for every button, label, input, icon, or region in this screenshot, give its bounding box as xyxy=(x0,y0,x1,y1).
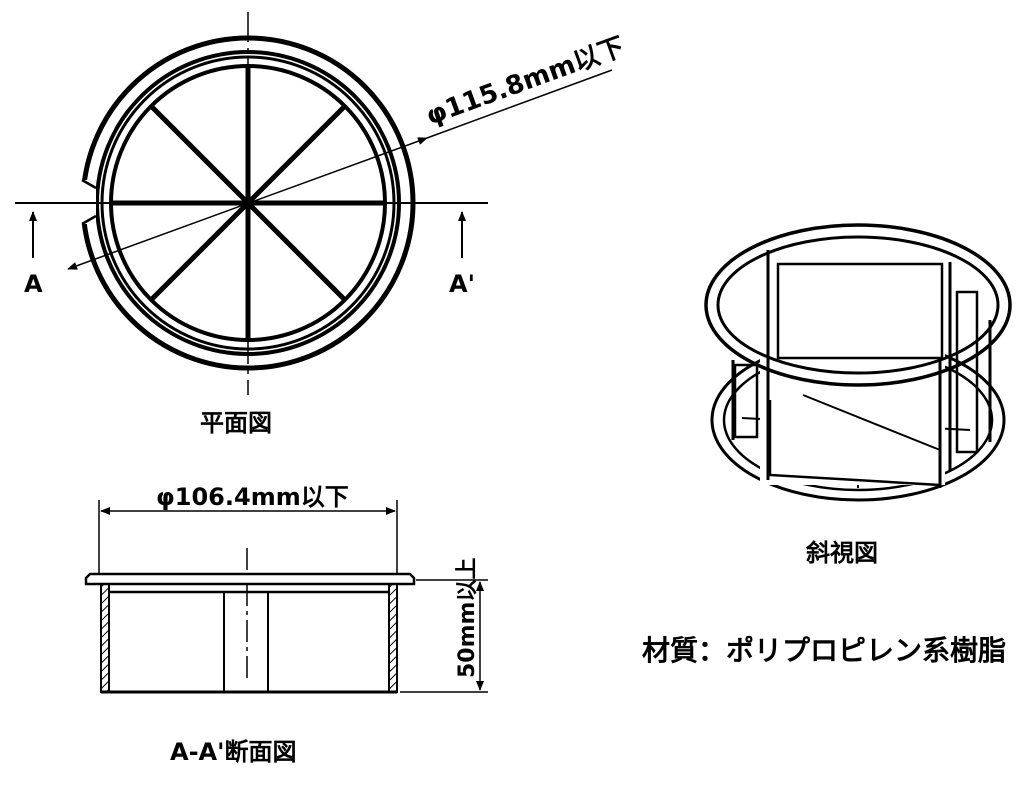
plan-diameter-label: φ115.8mm以下 xyxy=(422,32,628,132)
plan-view-title: 平面図 xyxy=(200,409,272,437)
section-diameter-label: φ106.4mm以下 xyxy=(156,483,349,511)
section-view: φ106.4mm以下 50mm以上 A-A'断面図 xyxy=(84,483,488,766)
panel-window-center xyxy=(776,262,944,360)
wall-left xyxy=(100,583,110,693)
flange xyxy=(84,572,416,586)
wall-right xyxy=(388,583,398,693)
material-note: 材質：ポリプロピレン系樹脂 xyxy=(642,634,1006,667)
top-ring-outer xyxy=(704,223,1012,387)
section-view-title: A-A'断面図 xyxy=(170,738,296,766)
height-label: 50mm以上 xyxy=(455,558,480,678)
panel-window-left xyxy=(733,363,759,439)
diameter-dimension-line xyxy=(67,137,428,270)
diameter-leader-line xyxy=(426,69,613,139)
section-mark-left: A xyxy=(24,270,43,298)
section-mark-right: A' xyxy=(449,270,475,298)
top-ring-inner xyxy=(716,235,1000,375)
oblique-view: 斜視図 xyxy=(704,223,1012,567)
plan-view: φ115.8mm以下 A A' 平面図 xyxy=(15,12,629,437)
panel-window-right xyxy=(955,290,979,454)
oblique-view-title: 斜視図 xyxy=(805,539,878,567)
